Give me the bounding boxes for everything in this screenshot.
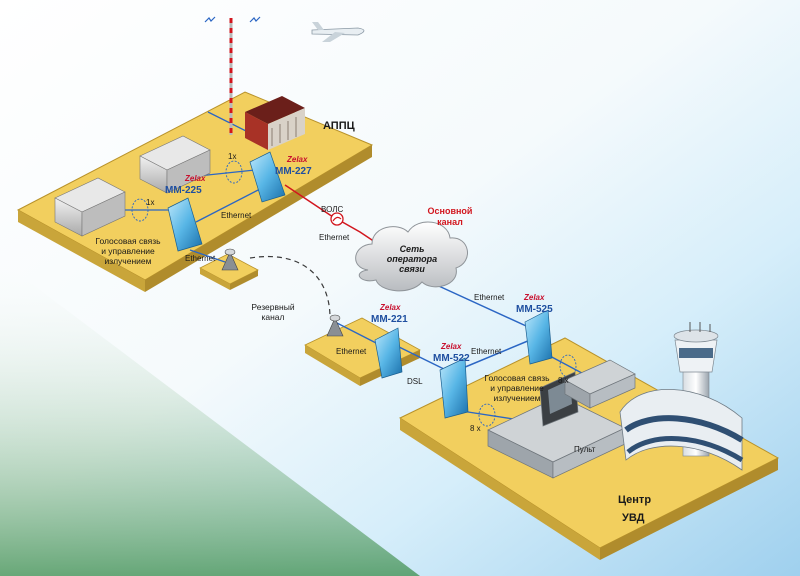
site-label-center: Центр: [618, 494, 652, 506]
backup-radio-link: [249, 256, 331, 319]
device-label-mm221: ММ-221: [371, 314, 408, 325]
vols-connector-icon: [330, 212, 344, 226]
operator-cloud-label: Сеть оператора связи: [386, 244, 438, 274]
signal-icon: [204, 16, 216, 23]
brand-logo: Zelax: [524, 293, 545, 302]
brand-logo: Zelax: [185, 174, 206, 183]
device-mm525[interactable]: [524, 309, 553, 365]
brand-logo: Zelax: [380, 303, 401, 312]
radio-mast: [204, 16, 261, 135]
brand-logo: Zelax: [287, 155, 308, 164]
rack-lower: [54, 177, 126, 237]
link-count-label: 1x: [228, 152, 237, 161]
brand-logo: Zelax: [441, 342, 462, 351]
operator-network-cloud: [355, 221, 468, 292]
device-mm225[interactable]: [167, 197, 203, 252]
rack-upper: [139, 135, 211, 194]
device-label-mm225: ММ-225: [165, 185, 202, 196]
dispatch-console: [487, 359, 636, 479]
device-mm221[interactable]: [374, 327, 403, 379]
link-ethernet-appc: [195, 187, 263, 223]
voice-control-label-center: Голосовая связь и управление излучением: [484, 373, 550, 403]
link-mm525-mm522: [457, 337, 536, 371]
device-mm522[interactable]: [439, 357, 469, 419]
link-mm221-antenna: [334, 321, 379, 345]
signal-icon: [249, 16, 261, 23]
link-vols: [284, 184, 379, 245]
link-label-vols: ВОЛС: [321, 205, 344, 214]
link-label-ethernet: Ethernet: [474, 293, 505, 302]
link-count-label: 1x: [146, 198, 155, 207]
main-channel-label: Основной канал: [427, 206, 473, 227]
link-count-label: 8 x: [558, 376, 569, 385]
terminal-building: [619, 389, 744, 471]
link-label-ethernet: Ethernet: [221, 211, 252, 220]
device-label-mm525: ММ-525: [516, 304, 553, 315]
link-count-label: 8 x: [470, 424, 481, 433]
device-mm227[interactable]: [249, 151, 286, 203]
voice-control-label-appc: Голосовая связь и управление излучением: [95, 236, 161, 266]
appc-building: [245, 96, 305, 150]
link-label-dsl: DSL: [407, 377, 423, 386]
link-label-ethernet: Ethernet: [319, 233, 350, 242]
link-label-ethernet: Ethernet: [471, 347, 502, 356]
site-label-appc: АППЦ: [323, 120, 355, 132]
device-label-mm522: ММ-522: [433, 353, 470, 364]
console-label: Пульт: [574, 445, 596, 454]
link-mm225-antenna: [189, 249, 226, 263]
link-label-ethernet: Ethernet: [185, 254, 216, 263]
link-dsl: [394, 344, 451, 373]
device-label-mm227: ММ-227: [275, 166, 312, 177]
antenna-mm221: [326, 314, 344, 337]
antenna-appc: [221, 248, 239, 271]
link-label-ethernet: Ethernet: [336, 347, 367, 356]
backup-channel-label: Резервный канал: [251, 302, 295, 322]
airplane-icon: [311, 22, 365, 42]
site-label-center-uvd: УВД: [622, 512, 645, 524]
